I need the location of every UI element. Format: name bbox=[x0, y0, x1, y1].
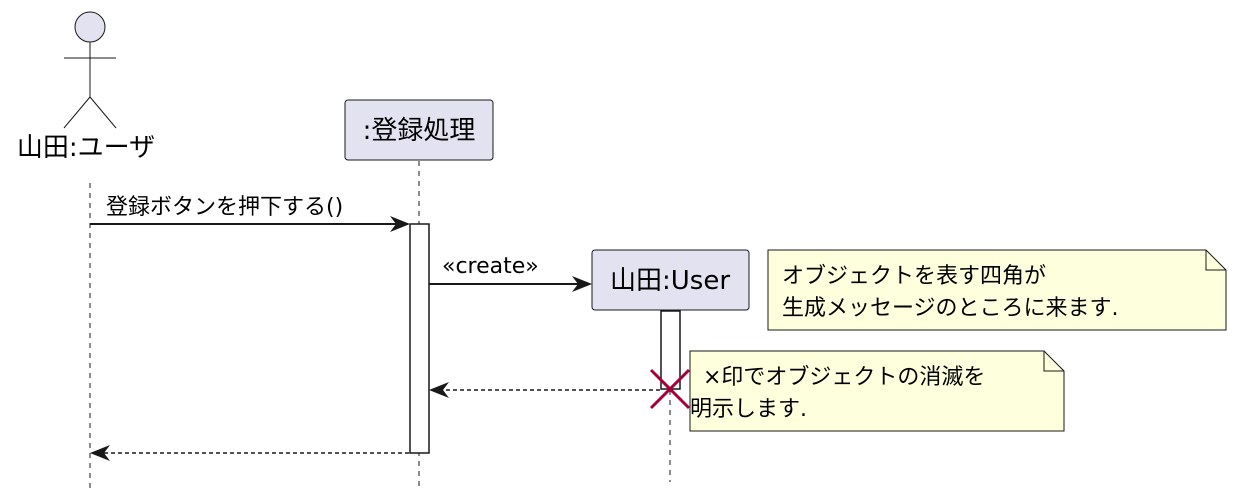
actor-figure bbox=[63, 11, 117, 129]
note-destroy-line2: 明示します. bbox=[690, 397, 807, 422]
actor-label: 山田:ユーザ bbox=[17, 133, 155, 163]
note-destroy-line1: ×印でオブジェクトの消滅を bbox=[703, 365, 985, 390]
note-creation-line1: オブジェクトを表す四角が bbox=[782, 264, 1046, 289]
note-destroy-fold bbox=[1043, 351, 1064, 372]
participant-user-label: 山田:User bbox=[610, 266, 730, 296]
participant-user-box bbox=[591, 249, 750, 311]
message-label-create: «create» bbox=[442, 254, 539, 279]
activation-bar-process bbox=[409, 223, 430, 454]
participant-process-box bbox=[344, 99, 494, 161]
note-destroy-box bbox=[689, 350, 1065, 432]
participant-process-label: :登録処理 bbox=[363, 116, 476, 146]
note-creation-box bbox=[767, 249, 1227, 331]
message-label-press: 登録ボタンを押下する() bbox=[106, 195, 343, 220]
destroy-x-icon bbox=[649, 368, 691, 410]
note-creation-fold bbox=[1205, 250, 1226, 271]
note-creation-line2: 生成メッセージのところに来ます. bbox=[782, 296, 1119, 321]
actor-head-icon bbox=[74, 11, 106, 43]
activation-bar-user bbox=[660, 310, 681, 390]
